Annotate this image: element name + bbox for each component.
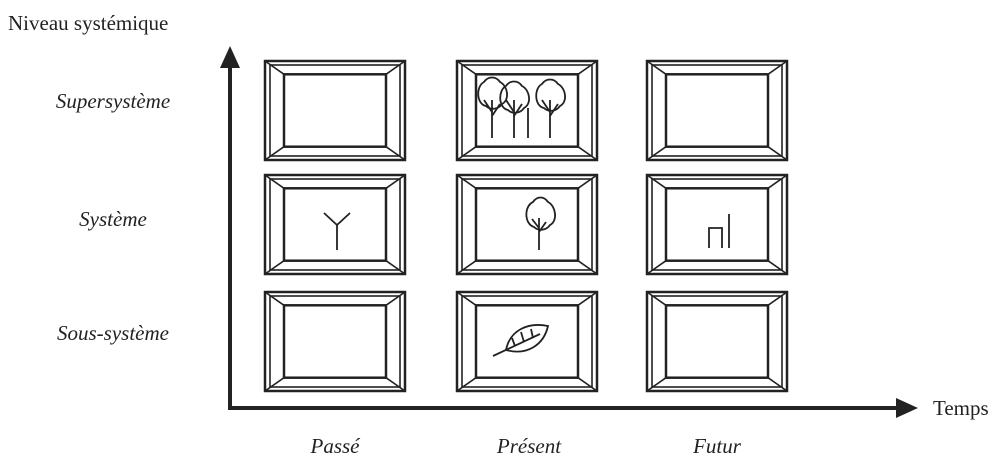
- screen-corner-line: [646, 377, 667, 392]
- screen-corner-line: [456, 146, 477, 161]
- screen-corner-line: [646, 60, 667, 75]
- screen-outer-frame: [263, 59, 407, 162]
- screen-corner-line: [646, 146, 667, 161]
- screen-inner-frame: [664, 187, 770, 262]
- screen-supersystem-present: [455, 59, 599, 162]
- sprout-icon: [323, 212, 351, 250]
- screen-corner-line: [385, 60, 406, 75]
- screen-system-present: [455, 173, 599, 276]
- screen-inner-frame: [664, 73, 770, 148]
- screen-bevel: [651, 64, 783, 157]
- screen-corner-line: [767, 377, 788, 392]
- screen-corner-line: [385, 291, 406, 306]
- screen-outer-frame: [455, 173, 599, 276]
- screen-bevel: [651, 295, 783, 388]
- period-label-future: Futur: [692, 434, 742, 458]
- x-axis-arrowhead: [896, 398, 918, 418]
- screen-corner-line: [646, 291, 667, 306]
- screen-outer-frame: [455, 290, 599, 393]
- screen-bevel: [269, 295, 401, 388]
- level-label-system: Système: [79, 207, 147, 231]
- screen-inner-frame: [474, 187, 580, 262]
- screen-corner-line: [456, 291, 477, 306]
- screen-outer-frame: [645, 173, 789, 276]
- screen-corner-line: [456, 60, 477, 75]
- screen-corner-line: [767, 60, 788, 75]
- screen-outer-frame: [645, 59, 789, 162]
- screen-corner-line: [577, 291, 598, 306]
- screen-outer-frame: [263, 173, 407, 276]
- screen-inner-frame: [474, 304, 580, 379]
- screen-corner-line: [767, 291, 788, 306]
- tree-icon: [525, 196, 556, 250]
- screen-bevel: [461, 178, 593, 271]
- screen-inner-frame: [282, 187, 388, 262]
- screen-corner-line: [456, 377, 477, 392]
- screen-corner-line: [264, 260, 285, 275]
- screen-outer-frame: [645, 290, 789, 393]
- leaf-icon: [492, 324, 550, 357]
- screen-corner-line: [264, 146, 285, 161]
- screen-corner-line: [456, 260, 477, 275]
- screen-corner-line: [577, 174, 598, 189]
- screen-subsystem-present: [455, 290, 599, 393]
- period-label-past: Passé: [310, 434, 362, 458]
- y-axis-label: Niveau systémique: [8, 11, 168, 35]
- screen-corner-line: [646, 260, 667, 275]
- screen-corner-line: [767, 260, 788, 275]
- screen-corner-line: [646, 174, 667, 189]
- screen-bevel: [651, 178, 783, 271]
- period-label-present: Présent: [496, 434, 562, 458]
- screen-corner-line: [577, 146, 598, 161]
- screen-corner-line: [264, 60, 285, 75]
- screen-inner-frame: [664, 304, 770, 379]
- forest-icon: [477, 76, 566, 138]
- screen-inner-frame: [282, 73, 388, 148]
- screen-bevel: [461, 295, 593, 388]
- screen-inner-frame: [282, 304, 388, 379]
- screen-supersystem-past: [263, 59, 407, 162]
- screen-system-past: [263, 173, 407, 276]
- screen-supersystem-future: [645, 59, 789, 162]
- screen-corner-line: [385, 377, 406, 392]
- screen-outer-frame: [263, 290, 407, 393]
- screen-bevel: [269, 64, 401, 157]
- screen-corner-line: [577, 377, 598, 392]
- y-axis-arrowhead: [220, 46, 240, 68]
- screen-inner-frame: [474, 73, 580, 148]
- screen-subsystem-past: [263, 290, 407, 393]
- screen-subsystem-future: [645, 290, 789, 393]
- screen-corner-line: [577, 260, 598, 275]
- screen-corner-line: [767, 174, 788, 189]
- screen-corner-line: [385, 260, 406, 275]
- screen-corner-line: [264, 291, 285, 306]
- screen-corner-line: [385, 174, 406, 189]
- screen-bevel: [269, 178, 401, 271]
- screen-corner-line: [385, 146, 406, 161]
- level-label-subsystem: Sous-système: [57, 321, 169, 345]
- screen-corner-line: [577, 60, 598, 75]
- stump-icon: [708, 214, 730, 248]
- level-label-supersystem: Supersystème: [56, 89, 170, 113]
- screen-corner-line: [456, 174, 477, 189]
- screen-outer-frame: [455, 59, 599, 162]
- screen-system-future: [645, 173, 789, 276]
- screen-corner-line: [264, 377, 285, 392]
- x-axis-label: Temps: [933, 396, 989, 420]
- screen-bevel: [461, 64, 593, 157]
- screen-corner-line: [767, 146, 788, 161]
- screen-corner-line: [264, 174, 285, 189]
